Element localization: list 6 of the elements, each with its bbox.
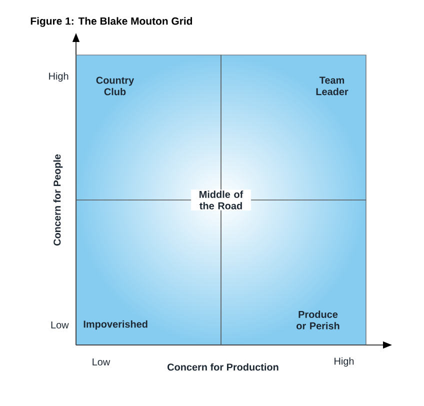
axis-tick-label: Low [92, 358, 110, 366]
axis-title: Concern for Production [168, 363, 278, 371]
center-label: Middle of the Road [191, 190, 251, 210]
axis-title: Concern for People [53, 154, 63, 246]
figure-title: Figure 1: The Blake Mouton Grid [30, 17, 192, 27]
axis-tick-label: High [334, 357, 354, 367]
